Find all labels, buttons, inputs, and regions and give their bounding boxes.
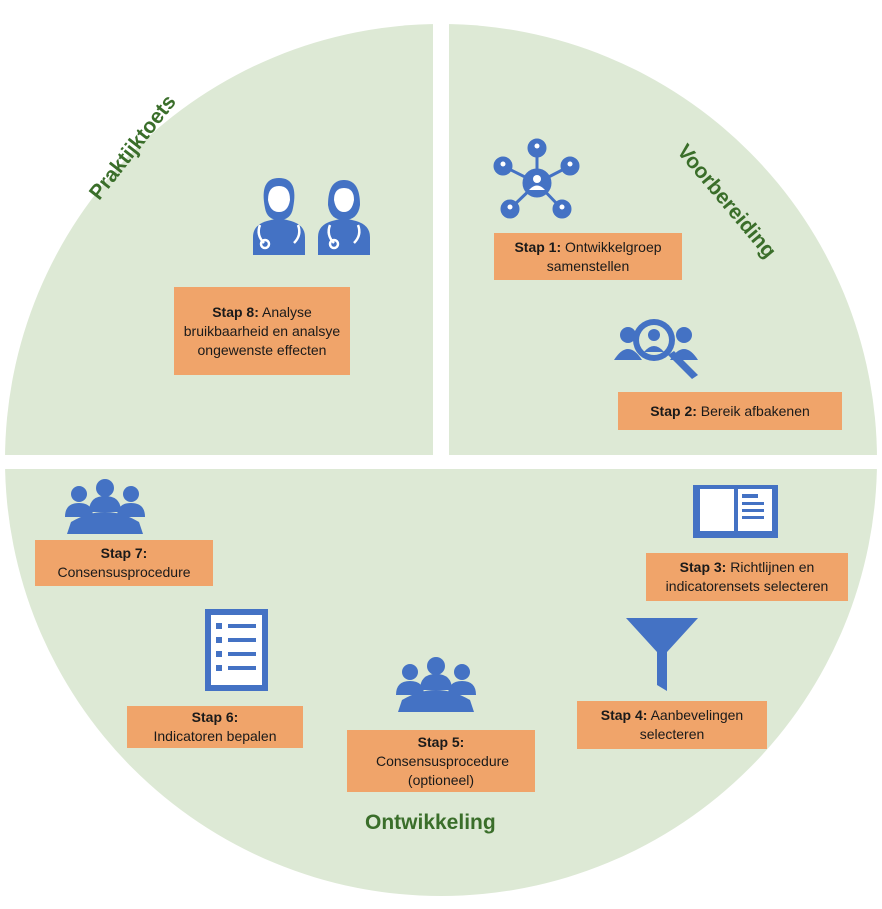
step-3-box: Stap 3: Richtlijnen en indicatorensets s…	[646, 553, 848, 601]
funnel-icon	[626, 618, 698, 691]
step-4-text: Aanbevelingen selecteren	[639, 707, 744, 742]
step-2-label: Stap 2:	[650, 402, 697, 419]
step-1-box: Stap 1: Ontwikkelgroep samenstellen	[494, 233, 682, 280]
step-6-label: Stap 6:	[191, 709, 239, 725]
step-3-label: Stap 3:	[679, 559, 727, 575]
doctors-icon	[253, 178, 370, 255]
step-8-box: Stap 8: Analyse bruikbaarheid en analsye…	[174, 287, 350, 375]
step-1-label: Stap 1:	[514, 238, 562, 255]
step-2-box: Stap 2: Bereik afbakenen	[618, 392, 842, 430]
book-icon	[693, 485, 778, 538]
people-network-icon	[493, 138, 580, 219]
meeting-group-icon	[396, 657, 476, 712]
checklist-icon	[205, 609, 268, 691]
search-people-icon	[614, 319, 698, 379]
step-5-label: Stap 5:	[417, 733, 465, 750]
step-7-box: Stap 7: Consensusprocedure	[35, 540, 213, 586]
step-7-label: Stap 7:	[100, 545, 148, 561]
meeting-group-icon-2	[65, 479, 145, 534]
step-7-text: Consensusprocedure	[57, 564, 191, 580]
quadrant-voorbereiding	[449, 24, 877, 455]
step-1-text: Ontwikkelgroep samenstellen	[546, 238, 662, 274]
step-2-text: Bereik afbakenen	[700, 402, 810, 419]
section-title-ontwikkeling: Ontwikkeling	[365, 811, 496, 834]
quadrant-praktijktoets	[5, 24, 433, 455]
step-4-box: Stap 4: Aanbevelingen selecteren	[577, 701, 767, 749]
step-8-label: Stap 8:	[212, 303, 259, 320]
step-6-text: Indicatoren bepalen	[153, 728, 277, 744]
step-6-box: Stap 6: Indicatoren bepalen	[127, 706, 303, 748]
step-3-text: Richtlijnen en indicatorensets selectere…	[665, 559, 829, 594]
step-8-text: Analyse bruikbaarheid en analsye ongewen…	[183, 303, 341, 358]
step-5-text: Consensusprocedure (optioneel)	[376, 752, 510, 788]
step-4-label: Stap 4:	[600, 707, 648, 723]
step-5-box: Stap 5: Consensusprocedure (optioneel)	[347, 730, 535, 792]
